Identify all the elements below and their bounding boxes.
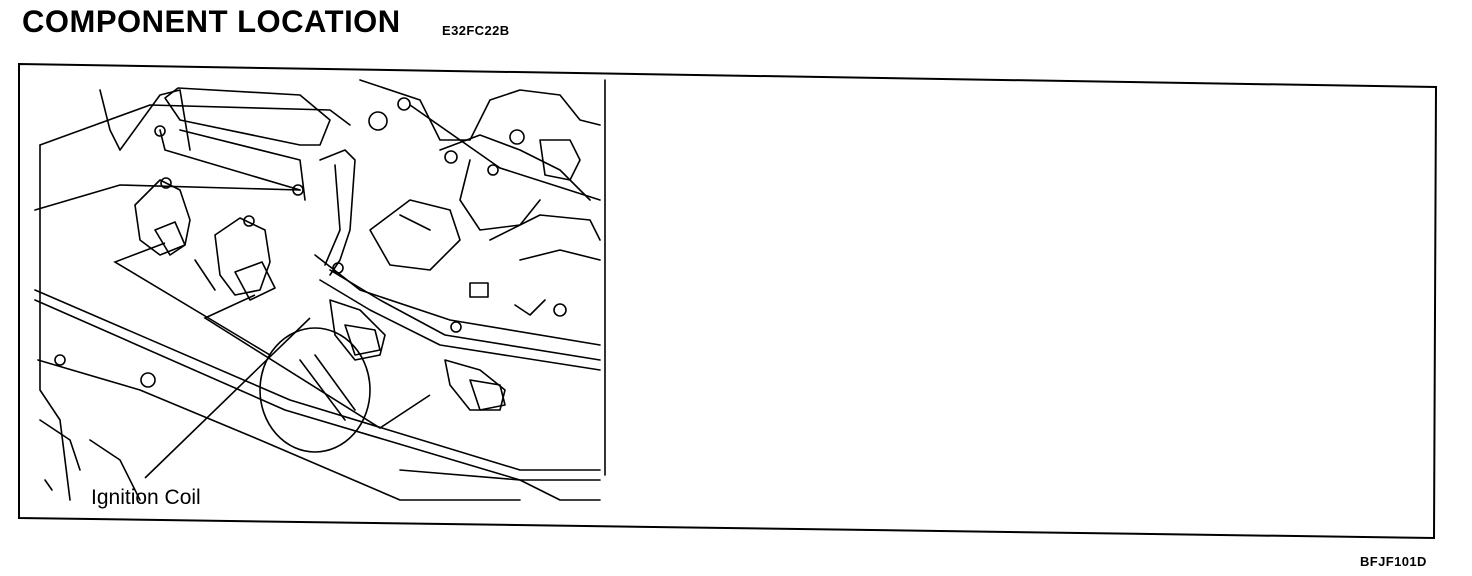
ignition-coil-label: Ignition Coil (91, 486, 201, 509)
document-code: E32FC22B (442, 23, 510, 38)
figure-border (18, 62, 1438, 540)
callout-leaders (113, 242, 431, 479)
page-title: COMPONENT LOCATION (22, 3, 401, 40)
callout-bracket-left (113, 242, 271, 356)
figure-code: BFJF101D (1360, 554, 1427, 569)
ignition-coil-1 (134, 179, 191, 256)
ignition-coil-2 (214, 217, 271, 296)
callout-leader-line (144, 317, 311, 479)
ignition-coil-4 (444, 359, 506, 411)
callout-bracket-right (203, 294, 431, 429)
ignition-coil-3 (329, 299, 386, 361)
engine-illustration (34, 79, 606, 501)
